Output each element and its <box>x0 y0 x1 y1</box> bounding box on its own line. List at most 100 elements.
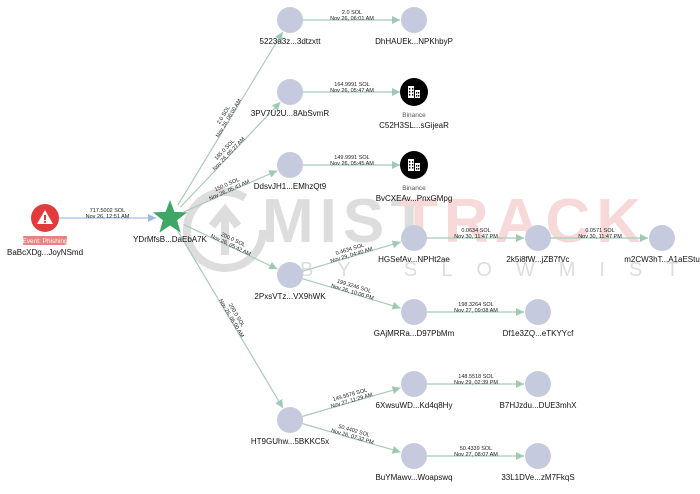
address-circle <box>277 152 303 178</box>
address-label: DdsvJH1...EMhzQt9 <box>254 182 327 191</box>
address-circle <box>649 225 675 251</box>
address-circle <box>525 443 551 469</box>
edge-time: Nov 29, 02:39 PM <box>454 380 498 386</box>
edge-line <box>177 230 284 409</box>
address-label: 2k5i8fW...jZB7fVc <box>506 255 569 264</box>
address-circle <box>525 371 551 397</box>
watermark-track: TRACK <box>400 187 647 256</box>
address-node-l[interactable]: B7HJzdu...DUE3mhX <box>500 371 578 410</box>
address-label: m2CW3hT...A1aEStu <box>624 255 700 264</box>
address-label: HGSefAv...NPHt2ae <box>378 255 450 264</box>
edge-amount: 717.5002 SOL <box>90 208 125 214</box>
address-node-b[interactable]: 3PV7U2U...8AbSvmR <box>251 79 329 118</box>
edge-line <box>302 278 401 310</box>
address-node-m[interactable]: BuYMawv...Woapswq <box>375 443 453 482</box>
edge-line <box>302 423 401 454</box>
watermark-byline: BY SLOWMIST <box>300 259 700 281</box>
edge-time: Nov 26, 06:01 AM <box>330 16 374 22</box>
entity-label: Binance <box>402 112 426 119</box>
edge-line <box>183 223 278 270</box>
address-node-c[interactable]: DdsvJH1...EMhzQt9 <box>254 152 327 191</box>
edge-amount: 198.3264 SOL <box>458 302 493 308</box>
address-label: 2PxsVTz...VX9hWK <box>254 292 326 301</box>
address-circle <box>277 407 303 433</box>
address-node-e[interactable]: HGSefAv...NPHt2ae <box>378 225 450 264</box>
edge-amount: 2.0 SOL <box>342 10 362 16</box>
address-circle <box>525 225 551 251</box>
event-tag-label: Event: Phishing <box>22 238 68 245</box>
edge-line <box>302 386 401 417</box>
edge-amount: 50.4339 SOL <box>460 446 492 452</box>
edge-line <box>179 101 281 208</box>
edge-line <box>302 240 401 272</box>
edge-time: Nov 26, 05:47 AM <box>330 88 374 94</box>
entity-label: Binance <box>402 185 426 192</box>
edge-time: Nov 30, 11:47 PM <box>578 234 622 240</box>
address-node-d[interactable]: 2PxsVTz...VX9hWK <box>254 262 326 301</box>
address-circle <box>401 7 427 33</box>
address-node-k[interactable]: 6XwsuWD...Kd4q8Hy <box>376 371 453 410</box>
address-node-star[interactable]: YDrMfsB...DaEbA7K <box>133 200 208 244</box>
address-node-a2[interactable]: DhHAUEk...NPKhbyP <box>375 7 453 46</box>
address-circle <box>277 7 303 33</box>
address-label: B7HJzdu...DUE3mhX <box>500 401 578 410</box>
address-label: HT9GUhw...5BKKC5x <box>251 437 329 446</box>
address-node-g[interactable]: m2CW3hT...A1aEStu <box>624 225 700 264</box>
address-label: YDrMfsB...DaEbA7K <box>133 235 207 244</box>
address-circle <box>401 225 427 251</box>
address-label: 5223a3z...3dtzxtt <box>260 37 322 46</box>
address-node-n[interactable]: 33L1DVe...zM7FkqS <box>501 443 575 482</box>
address-node-j[interactable]: HT9GUhw...5BKKC5x <box>251 407 329 446</box>
address-label: BuYMawv...Woapswq <box>375 473 452 482</box>
address-circle <box>401 443 427 469</box>
address-circle <box>525 299 551 325</box>
address-label: Df1e3ZQ...eTKYYcf <box>503 329 574 338</box>
address-circle <box>277 79 303 105</box>
address-node-a[interactable]: 5223a3z...3dtzxtt <box>260 7 322 46</box>
address-node-f[interactable]: 2k5i8fW...jZB7fVc <box>506 225 570 264</box>
address-label: C52H3SL...sGijeaR <box>379 121 449 130</box>
edge-time: Nov 26, 12:51 AM <box>86 214 130 220</box>
edge-amount: 0.0571 SOL <box>585 228 614 234</box>
address-label: GAjMRRa...D97PbMm <box>374 329 455 338</box>
edge-time: Nov 30, 11:47 PM <box>454 234 498 240</box>
address-node-h[interactable]: GAjMRRa...D97PbMm <box>374 299 455 338</box>
edge-line <box>183 170 278 213</box>
edge-amount: 164.9991 SOL <box>334 82 369 88</box>
edge-line <box>177 31 284 206</box>
star-icon <box>152 200 188 233</box>
edge-amount: 149.9991 SOL <box>334 155 369 161</box>
address-circle <box>401 299 427 325</box>
edge-time: Nov 26, 05:45 AM <box>330 161 374 167</box>
address-node-i[interactable]: Df1e3ZQ...eTKYYcf <box>503 299 574 338</box>
address-label: 6XwsuWD...Kd4q8Hy <box>376 401 453 410</box>
address-circle <box>277 262 303 288</box>
